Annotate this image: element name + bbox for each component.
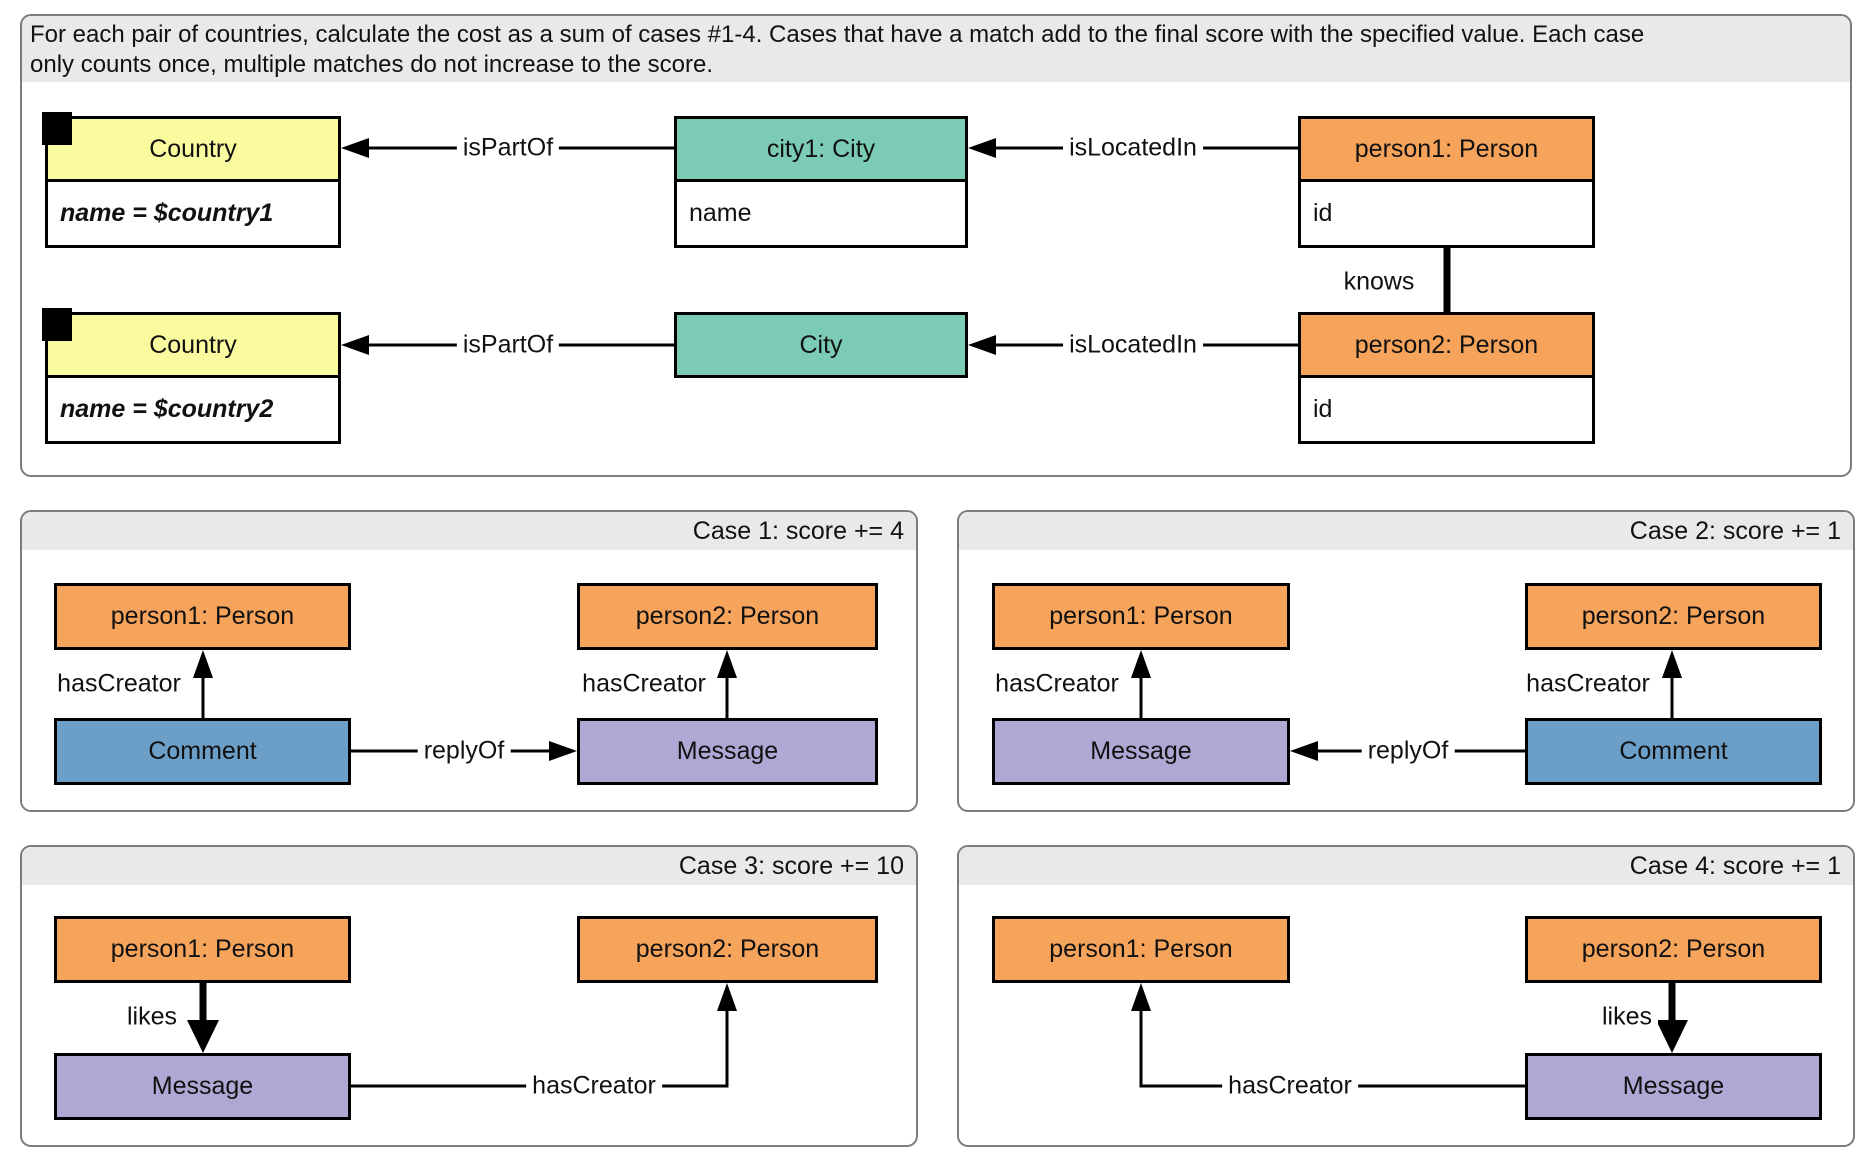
case1-person2-box: person2: Person xyxy=(577,583,878,650)
case2-hascreator-label-right: hasCreator xyxy=(1520,669,1656,699)
main-country2-attr: name = $country2 xyxy=(45,378,341,444)
case2-comment-box: Comment xyxy=(1525,718,1822,785)
instruction-text: For each pair of countries, calculate th… xyxy=(30,21,1645,78)
country-marker-icon xyxy=(42,308,72,341)
main-country2-title: Country xyxy=(45,312,341,378)
case1-header: Case 1: score += 4 xyxy=(22,512,916,550)
main-person1-box: person1: Person id xyxy=(1298,116,1595,248)
ispartof-label-2: isPartOf xyxy=(456,330,560,360)
case3-message-box: Message xyxy=(54,1053,351,1120)
case3-likes-label: likes xyxy=(120,1002,184,1032)
case4-message-box: Message xyxy=(1525,1053,1822,1120)
case4-header: Case 4: score += 1 xyxy=(959,847,1853,885)
case1-hascreator-label-right: hasCreator xyxy=(576,669,712,699)
main-country1-title: Country xyxy=(45,116,341,182)
case1-replyof-label: replyOf xyxy=(417,736,511,766)
knows-label: knows xyxy=(1337,267,1421,297)
main-person1-attr: id xyxy=(1298,182,1595,248)
main-city1-title: city1: City xyxy=(674,116,968,182)
case4-hascreator-label: hasCreator xyxy=(1222,1071,1358,1101)
case1-message-box: Message xyxy=(577,718,878,785)
case1-person1-box: person1: Person xyxy=(54,583,351,650)
case3-person2-box: person2: Person xyxy=(577,916,878,983)
main-person2-box: person2: Person id xyxy=(1298,312,1595,444)
case1-comment-box: Comment xyxy=(54,718,351,785)
case2-message-box: Message xyxy=(992,718,1290,785)
case3-person1-box: person1: Person xyxy=(54,916,351,983)
main-city2-box: City xyxy=(674,312,968,378)
islocatedin-label-1: isLocatedIn xyxy=(1063,133,1203,163)
case4-person1-box: person1: Person xyxy=(992,916,1290,983)
main-country1-attr: name = $country1 xyxy=(45,182,341,248)
case4-likes-label: likes xyxy=(1595,1002,1659,1032)
main-person2-attr: id xyxy=(1298,378,1595,444)
main-panel-header: For each pair of countries, calculate th… xyxy=(22,16,1850,82)
main-city2-title: City xyxy=(674,312,968,378)
ispartof-label-1: isPartOf xyxy=(456,133,560,163)
main-country2-box: Country name = $country2 xyxy=(42,308,341,444)
islocatedin-label-2: isLocatedIn xyxy=(1063,330,1203,360)
country-marker-icon xyxy=(42,112,72,145)
case4-person2-box: person2: Person xyxy=(1525,916,1822,983)
case2-hascreator-label-left: hasCreator xyxy=(989,669,1125,699)
case2-header: Case 2: score += 1 xyxy=(959,512,1853,550)
case3-header: Case 3: score += 10 xyxy=(22,847,916,885)
main-city1-attr: name xyxy=(674,182,968,248)
case2-person1-box: person1: Person xyxy=(992,583,1290,650)
main-person1-title: person1: Person xyxy=(1298,116,1595,182)
case2-replyof-label: replyOf xyxy=(1361,736,1455,766)
case2-person2-box: person2: Person xyxy=(1525,583,1822,650)
main-country1-box: Country name = $country1 xyxy=(42,112,341,248)
main-person2-title: person2: Person xyxy=(1298,312,1595,378)
case4-panel: Case 4: score += 1 xyxy=(957,845,1855,1147)
case3-hascreator-label: hasCreator xyxy=(526,1071,662,1101)
case1-hascreator-label-left: hasCreator xyxy=(51,669,187,699)
main-city1-box: city1: City name xyxy=(674,116,968,248)
